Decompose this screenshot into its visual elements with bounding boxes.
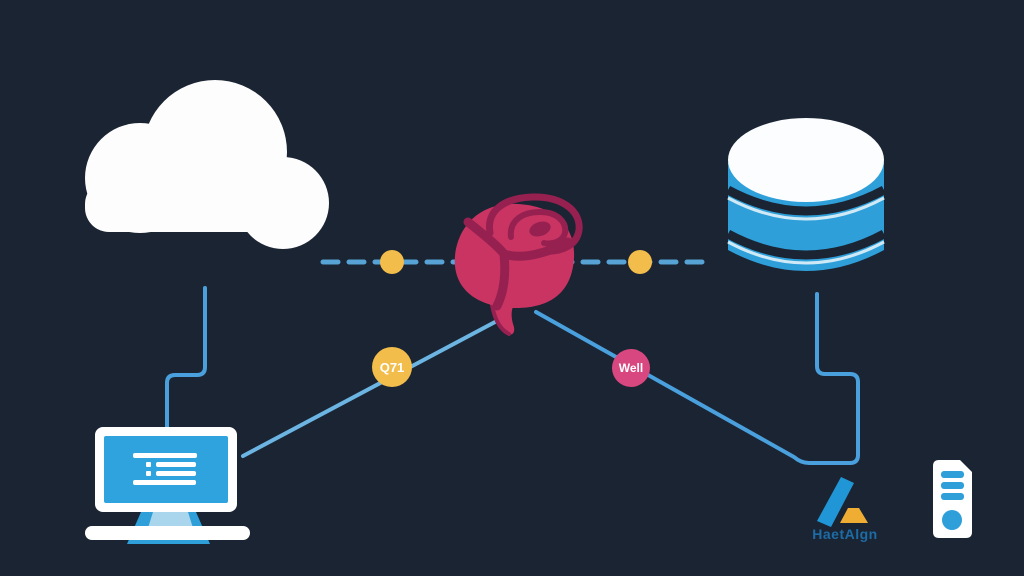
cloud-monitor-connector — [165, 286, 207, 430]
rose-icon — [454, 193, 583, 336]
cloud-icon — [85, 80, 329, 249]
dashed-line-dot-right — [628, 250, 652, 274]
server-icon — [933, 460, 972, 538]
monitor-rose-connector — [241, 320, 497, 458]
monitor-icon — [85, 427, 250, 544]
pink-badge: Well — [612, 349, 650, 387]
dashed-line-dot-left — [380, 250, 404, 274]
pink-badge-label: Well — [618, 361, 644, 375]
rose-database-connector — [534, 292, 860, 465]
logo-a-mark-icon — [817, 477, 868, 527]
yellow-badge: Q71 — [372, 347, 412, 387]
database-icon — [725, 118, 887, 271]
yellow-badge-label: Q71 — [379, 359, 405, 375]
logo-wordmark: HaetAlgn — [812, 526, 878, 542]
